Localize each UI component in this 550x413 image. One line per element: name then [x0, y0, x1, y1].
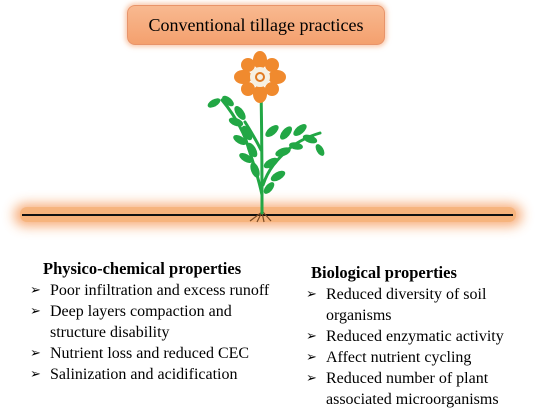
- physico-chemical-list: ➢Poor infiltration and excess runoff ➢De…: [28, 280, 290, 385]
- biological-column: Biological properties ➢Reduced diversity…: [304, 262, 550, 410]
- physico-chemical-heading: Physico-chemical properties: [43, 259, 242, 278]
- arrow-bullet-icon: ➢: [30, 304, 41, 319]
- leaves: [207, 95, 325, 194]
- title-text: Conventional tillage practices: [148, 14, 364, 35]
- arrow-bullet-icon: ➢: [306, 371, 317, 386]
- list-item: ➢Deep layers compaction and structure di…: [30, 303, 232, 341]
- list-item: ➢Reduced enzymatic activity: [306, 328, 504, 345]
- list-item: ➢Salinization and acidification: [30, 366, 238, 383]
- list-item: ➢Affect nutrient cycling: [306, 349, 472, 366]
- list-item: ➢Reduced diversity of soil organisms: [306, 286, 487, 324]
- arrow-bullet-icon: ➢: [306, 287, 317, 302]
- list-item: ➢Poor infiltration and excess runoff: [30, 282, 270, 299]
- flower-icon: [234, 51, 286, 103]
- list-item: ➢Reduced number of plant associated micr…: [306, 370, 499, 408]
- title-box: Conventional tillage practices: [127, 5, 385, 45]
- soil-band: [14, 204, 522, 226]
- biological-list: ➢Reduced diversity of soil organisms ➢Re…: [304, 284, 550, 410]
- list-item: ➢Nutrient loss and reduced CEC: [30, 345, 250, 362]
- stems: [220, 88, 322, 215]
- arrow-bullet-icon: ➢: [306, 350, 317, 365]
- biological-heading: Biological properties: [311, 263, 457, 282]
- arrow-bullet-icon: ➢: [30, 283, 41, 298]
- physico-chemical-column: Physico-chemical properties ➢Poor infilt…: [28, 258, 290, 385]
- arrow-bullet-icon: ➢: [30, 367, 41, 382]
- arrow-bullet-icon: ➢: [30, 346, 41, 361]
- arrow-bullet-icon: ➢: [306, 329, 317, 344]
